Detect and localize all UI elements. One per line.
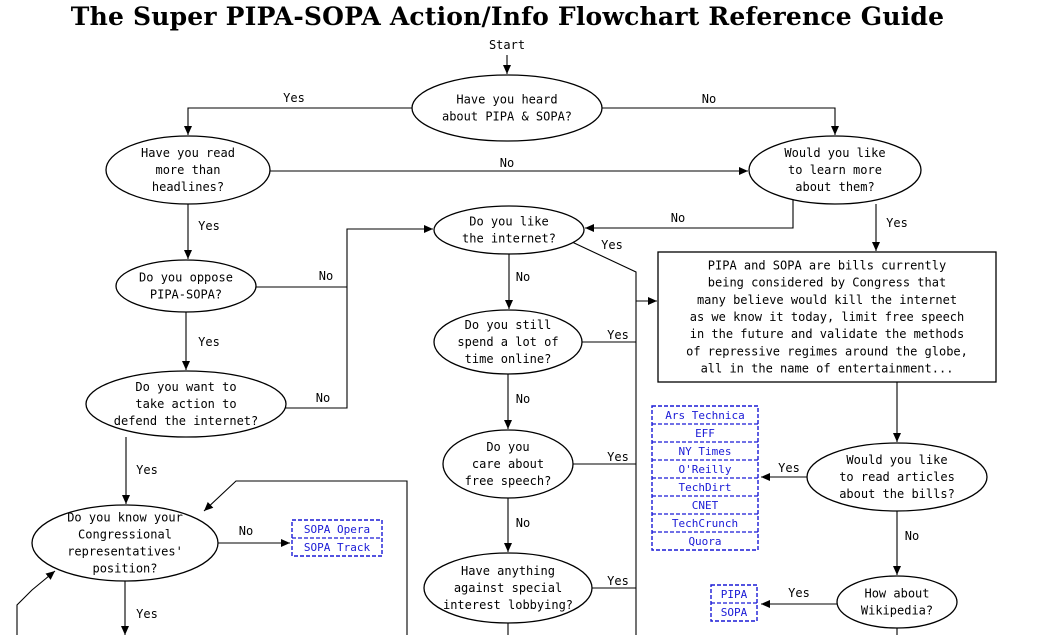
decision-like-internet-text-line: Do you like [469, 215, 548, 229]
article-link[interactable]: Ars Technica [665, 409, 744, 422]
edge-action-no [285, 225, 433, 409]
decision-special-interest-text-line: interest lobbying? [443, 598, 573, 612]
decision-read-more-text-line: headlines? [152, 180, 224, 194]
edge-label-yes: Yes [136, 607, 158, 621]
article-link[interactable]: TechCrunch [672, 517, 738, 530]
info-box-text-line: as we know it today, limit free speech [690, 310, 965, 324]
edge-label-yes: Yes [607, 328, 629, 342]
decision-wikipedia-text-line: Wikipedia? [861, 604, 933, 618]
chart-title: The Super PIPA-SOPA Action/Info Flowchar… [70, 2, 945, 31]
decision-spend-time-text-line: time online? [465, 352, 552, 366]
reps-link[interactable]: SOPA Track [304, 541, 371, 554]
decision-spend-time-text-line: Do you still [465, 318, 552, 332]
decision-heard-text-line: about PIPA & SOPA? [442, 110, 572, 124]
decision-like-internet-text-line: the internet? [462, 232, 556, 246]
decision-free-speech-text-line: free speech? [465, 474, 552, 488]
info-box [657, 251, 997, 383]
decision-learn-more-text-line: to learn more [788, 163, 882, 177]
decision-like-internet [433, 205, 585, 255]
edge-label-yes: Yes [607, 574, 629, 588]
edge-label-no: No [671, 211, 685, 225]
decision-oppose-text-line: Do you oppose [139, 271, 233, 285]
decision-take-action [85, 370, 287, 438]
edge-label-no: No [516, 516, 530, 530]
info-box-text-line: being considered by Congress that [708, 276, 946, 290]
decision-spend-time-text-line: spend a lot of [457, 335, 558, 349]
decision-read-more-text-line: Have you read [141, 146, 235, 160]
edge-label-yes: Yes [136, 463, 158, 477]
edge-internet-yes [571, 241, 637, 635]
decision-take-action-text-line: Do you want to [135, 380, 236, 394]
decision-know-reps-text-line: Congressional [78, 528, 172, 542]
decision-oppose-text-line: PIPA-SOPA? [150, 288, 222, 302]
article-link[interactable]: TechDirt [679, 481, 732, 494]
decision-know-reps [31, 504, 219, 582]
decision-special-interest-text-line: against special [454, 581, 562, 595]
start-label: Start [489, 38, 525, 52]
edge-label-yes: Yes [886, 216, 908, 230]
info-box-text-line: of repressive regimes around the globe, [686, 344, 968, 358]
article-link[interactable]: O'Reilly [679, 463, 732, 476]
edge-label-yes: Yes [788, 586, 810, 600]
decision-learn-more [748, 135, 922, 205]
edge-label-no: No [319, 269, 333, 283]
edge-heard-no [602, 107, 839, 135]
edge-label-no: No [516, 270, 530, 284]
edge-label-no: No [516, 392, 530, 406]
edge-label-yes: Yes [601, 238, 623, 252]
wiki-link[interactable]: SOPA [721, 606, 748, 619]
article-link[interactable]: NY Times [679, 445, 732, 458]
decision-take-action-text-line: take action to [135, 397, 236, 411]
decision-read-articles [806, 442, 988, 512]
decision-free-speech-text-line: care about [472, 457, 544, 471]
decision-free-speech-text-line: Do you [486, 440, 529, 454]
decision-know-reps-text-line: Do you know your [67, 511, 183, 525]
decision-read-more-text-line: more than [155, 163, 220, 177]
article-box [651, 405, 759, 551]
decision-learn-more-text-line: Would you like [784, 146, 885, 160]
decision-read-more [105, 135, 271, 205]
edge-label-yes: Yes [607, 450, 629, 464]
edge-label-no: No [500, 156, 514, 170]
decision-take-action-text-line: defend the internet? [114, 414, 259, 428]
decision-wikipedia [836, 575, 958, 629]
decision-wikipedia-text-line: How about [864, 587, 929, 601]
info-box-text-line: in the future and validate the methods [690, 327, 965, 341]
decision-special-interest [423, 552, 593, 624]
decision-read-articles-text-line: to read articles [839, 470, 955, 484]
info-box-text-line: all in the name of entertainment... [701, 362, 954, 376]
article-link[interactable]: EFF [695, 427, 715, 440]
reps-link[interactable]: SOPA Opera [304, 523, 370, 536]
edge-left-loop [16, 570, 56, 635]
decision-learn-more-text-line: about them? [795, 180, 874, 194]
edge-loop-back [203, 480, 408, 635]
info-box-text-line: PIPA and SOPA are bills currently [708, 258, 946, 272]
edge-label-yes: Yes [778, 461, 800, 475]
decision-read-articles-text-line: about the bills? [839, 487, 955, 501]
wiki-link[interactable]: PIPA [721, 588, 748, 601]
edge-label-no: No [316, 391, 330, 405]
edge-label-yes: Yes [198, 219, 220, 233]
decision-spend-time [433, 309, 583, 375]
edge-label-no: No [702, 92, 716, 106]
decision-know-reps-text-line: position? [92, 562, 157, 576]
edge-label-yes: Yes [283, 91, 305, 105]
decision-heard-text-line: Have you heard [456, 93, 557, 107]
article-link[interactable]: CNET [692, 499, 719, 512]
decision-read-articles-text-line: Would you like [846, 453, 947, 467]
decision-free-speech [442, 429, 574, 499]
decision-special-interest-text-line: Have anything [461, 564, 555, 578]
edge-label-no: No [905, 529, 919, 543]
decision-oppose [115, 259, 257, 313]
edge-heard-yes [184, 107, 412, 135]
edge-label-no: No [239, 524, 253, 538]
decision-know-reps-text-line: representatives' [67, 545, 183, 559]
info-box-text-line: many believe would kill the internet [697, 293, 957, 307]
decision-heard [411, 74, 603, 142]
edge-label-yes: Yes [198, 335, 220, 349]
edge-learn-no [585, 200, 794, 232]
article-link[interactable]: Quora [688, 535, 721, 548]
